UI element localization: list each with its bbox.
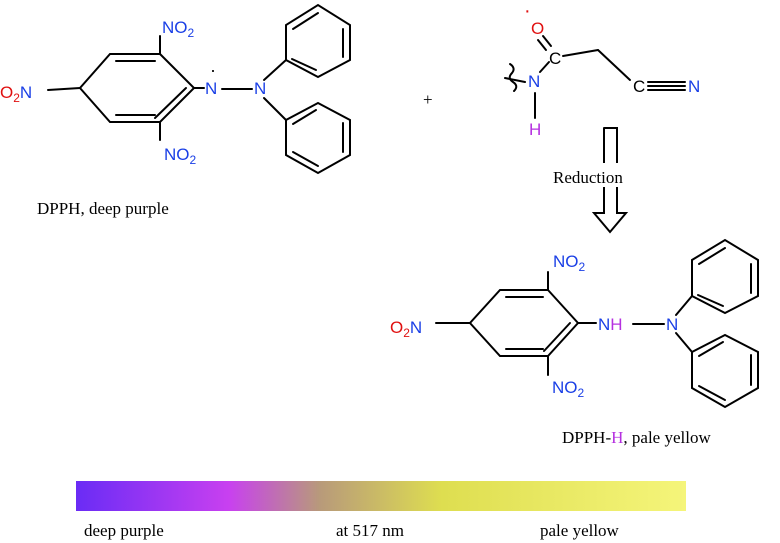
dpphh-phenyl-upper <box>691 238 759 315</box>
dpph-radical-n: N <box>205 79 217 98</box>
cyanoacetamide-fragment: · O C C N N H <box>504 0 700 139</box>
dpph-phenyl-lower <box>285 101 351 175</box>
dpph-picryl-ring <box>47 35 205 141</box>
dpphh-no2-top: NO2 <box>553 252 586 274</box>
dpphh-picryl-ring <box>435 271 597 376</box>
fragment-amide-n: N <box>528 72 540 91</box>
dpph-molecule: NO2 NO2 O2N · N N DPPH, deep purple <box>0 3 351 218</box>
dpphh-o2n-left: O2N <box>390 318 422 340</box>
fragment-wavy-bond <box>508 63 518 92</box>
scale-label-middle: at 517 nm <box>336 521 404 540</box>
plus-sign: + <box>423 90 433 109</box>
dpph-no2-bottom: NO2 <box>164 145 197 167</box>
dpphh-molecule: NO2 NO2 O2N NH N DPPH-H, pale yellow <box>390 238 759 447</box>
dpph-o2n-left: O2N <box>0 83 32 105</box>
dpphh-no2-bottom: NO2 <box>552 378 585 400</box>
fragment-nitrile-c: C <box>633 77 645 96</box>
scale-label-left: deep purple <box>84 521 164 540</box>
spectrum-bar <box>76 481 686 511</box>
dpphh-nh: NH <box>598 315 623 334</box>
color-scale: deep purple at 517 nm pale yellow <box>76 481 686 540</box>
reduction-arrow: Reduction <box>548 127 658 234</box>
dpph-caption: DPPH, deep purple <box>37 199 169 218</box>
fragment-carbon: C <box>549 49 561 68</box>
fragment-carbonyl-o: O <box>531 19 544 38</box>
dpph-no2-top: NO2 <box>162 18 195 40</box>
dpph-phenyl-upper <box>285 3 351 79</box>
fragment-amide-h: H <box>529 120 541 139</box>
scale-label-right: pale yellow <box>540 521 620 540</box>
fragment-radical-dot: · <box>524 0 531 22</box>
fragment-nitrile-n: N <box>688 77 700 96</box>
reduction-label: Reduction <box>553 168 623 187</box>
dpphh-diphenyl-n: N <box>666 315 678 334</box>
dpphh-caption: DPPH-H, pale yellow <box>562 428 711 447</box>
dpphh-phenyl-lower <box>691 333 759 409</box>
dpph-diphenyl-n: N <box>254 79 266 98</box>
dpph-radical-dot: · <box>210 60 216 80</box>
